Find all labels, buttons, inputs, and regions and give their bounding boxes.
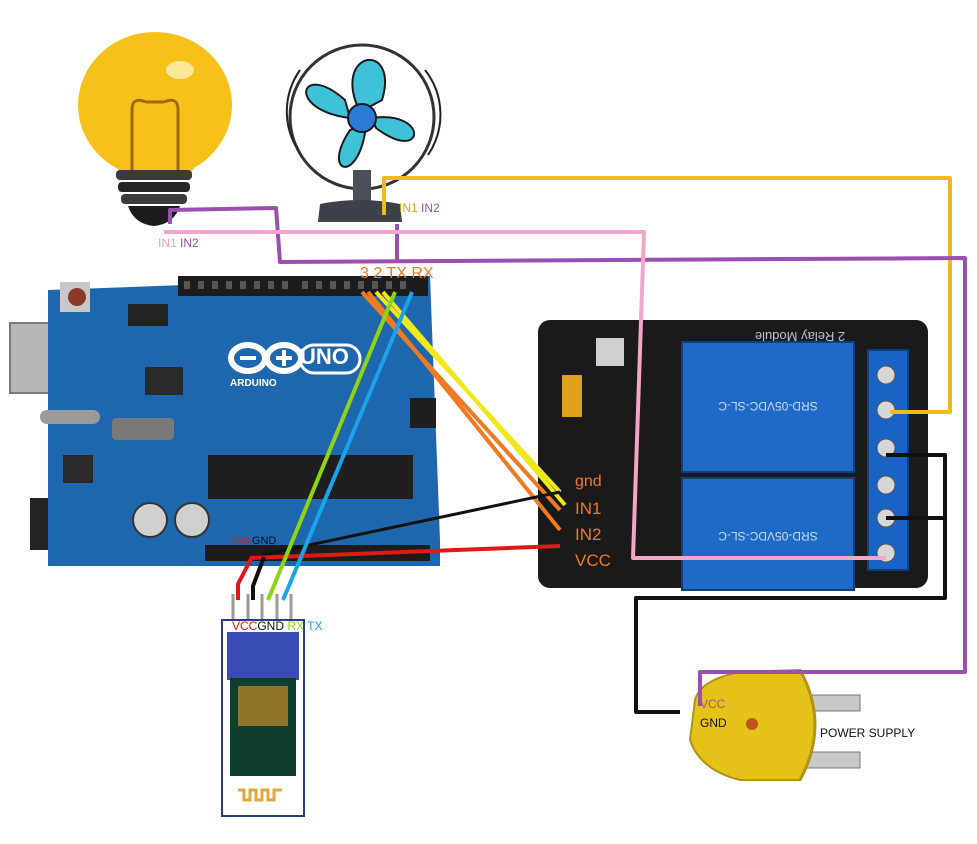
bulb-in1-label: IN1	[158, 236, 177, 250]
bt-gnd-label: GND	[257, 619, 285, 633]
pin-2-label: 2	[373, 265, 383, 282]
fan-in1-label: IN1	[399, 201, 418, 215]
bt-rx-label: RX	[287, 619, 305, 633]
pin-3-label: 3	[360, 265, 369, 282]
fan-in2-label: IN2	[421, 201, 440, 215]
power-plug-icon	[688, 668, 861, 781]
relay-module: 2 Relay Module SRD-05VDC-SL-C SRD-05VDC-…	[538, 320, 928, 591]
wire-blue-tx	[281, 291, 414, 601]
pin-rx-label: RX	[411, 265, 434, 282]
plug-gnd-label: GND	[700, 716, 727, 730]
wire-purple-bulb	[168, 206, 967, 706]
wire-yellow-tx	[381, 290, 567, 507]
arduino-uno-board: ARDUINO	[9, 276, 440, 566]
wire-pink	[164, 230, 886, 560]
bt-tx-label: TX	[307, 619, 323, 633]
relay-1-text: SRD-05VDC-SL-C	[718, 399, 818, 413]
pin-gnd-label: GND	[251, 535, 277, 547]
wire-black-gnd	[261, 490, 561, 557]
relay-2-text: SRD-05VDC-SL-C	[718, 529, 818, 543]
arduino-brand-text: ARDUINO	[230, 378, 277, 389]
wires	[164, 176, 967, 714]
relay-vcc-label: VCC	[575, 551, 611, 570]
wire-orange-2	[366, 290, 562, 532]
wire-red-bt	[236, 556, 254, 600]
pin-tx-label: TX	[386, 265, 407, 282]
wire-black-bt	[251, 556, 266, 600]
wire-black-relay	[634, 453, 947, 714]
light-bulb-icon	[78, 32, 232, 226]
power-supply-label: POWER SUPPLY	[820, 726, 916, 740]
bluetooth-pins-label: VCCGND RX TX	[232, 619, 323, 633]
bulb-in2-label: IN2	[180, 236, 199, 250]
arduino-top-pins-label: 3 2 TX RX	[360, 265, 434, 283]
relay-gnd-label: gnd	[575, 473, 602, 490]
plug-vcc-label: VCC	[700, 697, 726, 711]
bt-vcc-label: VCC	[232, 619, 258, 633]
pin-5v-label: 5V+	[232, 535, 252, 547]
wire-yellow-fan	[382, 176, 952, 414]
relay-module-title: 2 Relay Module	[755, 329, 845, 344]
arduino-uno-label: UNO	[300, 344, 349, 369]
bulb-pins-label: IN1 IN2	[158, 236, 199, 250]
arduino-bottom-pins-label: 5V+GND	[232, 535, 276, 547]
wire-green-rx	[266, 291, 397, 601]
fan-icon	[285, 43, 442, 222]
fan-pins-label: IN1 IN2	[399, 201, 440, 215]
bluetooth-module	[221, 594, 305, 817]
relay-in2-label: IN2	[575, 525, 602, 544]
relay-in1-label: IN1	[575, 499, 602, 518]
